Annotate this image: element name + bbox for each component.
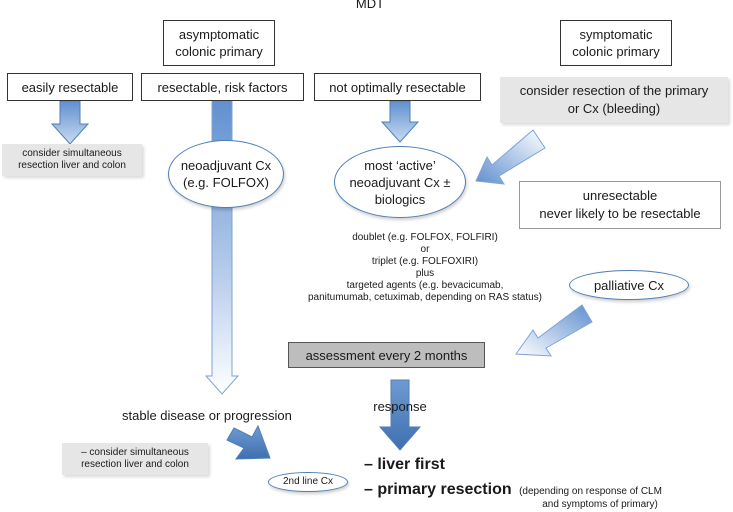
node-primary-resection-row: – primary resection (depending on respon… <box>364 481 730 499</box>
node-not-optimal: not optimally resectable <box>314 73 481 101</box>
diagram-title: MDT <box>355 0 385 11</box>
node-asymptomatic: asymptomatic colonic primary <box>163 20 275 66</box>
node-resectable-risk: resectable, risk factors <box>141 73 304 101</box>
node-easily-resectable: easily resectable <box>7 73 133 101</box>
arrow-primary-to-active <box>475 129 546 185</box>
arrow-palliative-to-assessment <box>515 304 593 357</box>
node-consider-simultaneous-1: consider simultaneous resection liver an… <box>2 144 142 176</box>
node-response: response <box>373 399 427 414</box>
node-neoadjuvant: neoadjuvant Cx (e.g. FOLFOX) <box>168 140 284 208</box>
arrow-notoptimal-to-active <box>380 100 420 143</box>
node-primary-resection: – primary resection <box>364 481 512 498</box>
node-second-line: 2nd line Cx <box>268 472 348 492</box>
node-liver-first: – liver first <box>364 456 445 473</box>
node-primary-resection-note: (depending on response of CLM <box>519 486 662 497</box>
node-primary-resection-note2: and symptoms of primary) <box>542 499 658 510</box>
node-assessment: assessment every 2 months <box>288 342 485 368</box>
node-unresectable: unresectable never likely to be resectab… <box>519 181 721 229</box>
arrow-stable-to-secondline <box>226 424 271 460</box>
regimen-text: doublet (e.g. FOLFOX, FOLFIRI) or triple… <box>307 232 543 303</box>
arrow-easily-to-simultaneous <box>50 100 90 145</box>
node-palliative: palliative Cx <box>569 270 689 300</box>
node-stable-disease: stable disease or progression <box>122 408 292 423</box>
node-consider-resection-primary: consider resection of the primary or Cx … <box>500 77 728 123</box>
node-consider-simultaneous-2: – consider simultaneous resection liver … <box>62 443 208 475</box>
node-symptomatic: symptomatic colonic primary <box>560 20 672 66</box>
node-most-active: most ‘active’ neoadjuvant Cx ± biologics <box>334 146 466 218</box>
arrow-assessment-to-response <box>378 379 422 451</box>
